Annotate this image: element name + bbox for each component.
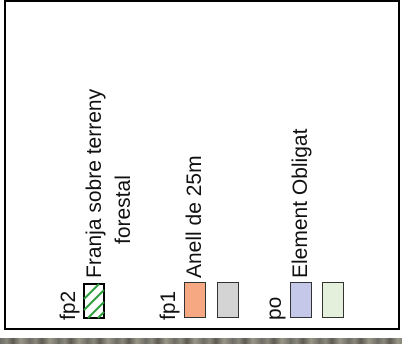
legend-panel: fp2 Franja sobre terreny forestal fp1 An… [4, 0, 400, 330]
legend-swatch-fp1-grey [217, 282, 239, 318]
legend-swatch-fp1-orange [184, 282, 206, 318]
legend-label-fp1: Anell de 25m [183, 155, 206, 278]
legend-code-fp1: fp1 [157, 290, 180, 320]
legend-label-po: Element Obligat [289, 128, 312, 278]
legend-code-fp2: fp2 [57, 290, 80, 320]
legend-swatch-fp2-hatch [83, 283, 105, 319]
legend-swatch-po-pale-green [322, 282, 344, 318]
legend-code-po: po [263, 296, 286, 320]
legend-swatch-po-lavender [290, 282, 312, 318]
aerial-photo-strip [0, 338, 402, 344]
legend-label-fp2-line1: Franja sobre terreny [83, 88, 106, 278]
legend-label-fp2-line2: forestal [112, 175, 135, 244]
